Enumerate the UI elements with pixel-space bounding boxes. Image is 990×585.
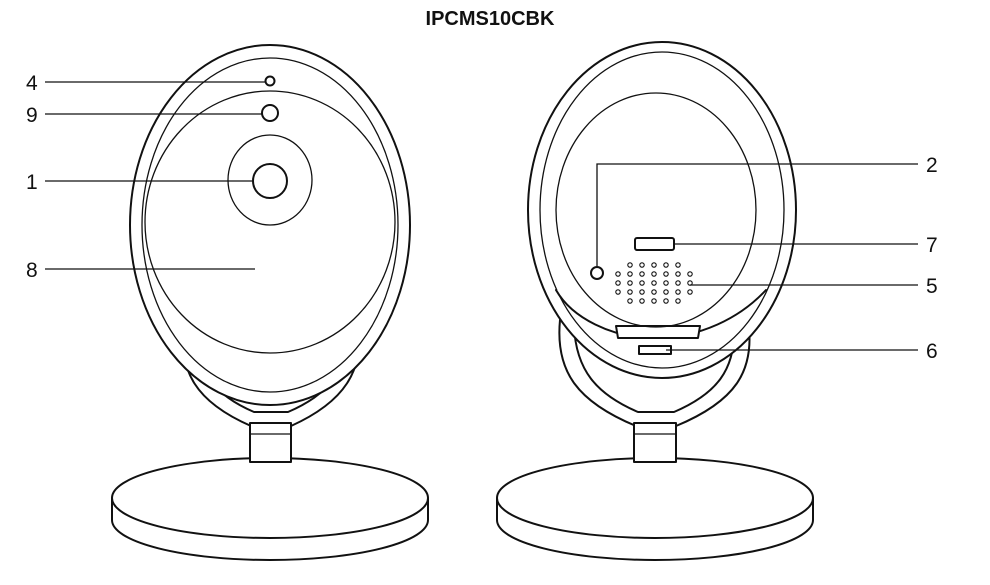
speaker-hole [663,298,669,304]
speaker-hole [675,271,681,277]
callout-4: 4 [26,72,38,95]
speaker-hole [651,280,657,286]
callout-6: 6 [926,340,938,363]
speaker-hole [627,289,633,295]
speaker-hole [675,298,681,304]
speaker-hole [663,280,669,286]
speaker-hole [663,262,669,268]
callout-9: 9 [26,104,38,127]
back-camera: 2 7 5 6 [496,41,938,561]
usb-port [634,237,675,251]
back-stand-hinge [633,422,677,463]
reset-button [590,266,604,280]
speaker-hole [675,262,681,268]
front-stand-hinge [249,422,292,463]
speaker-hole [615,271,621,277]
front-face-plate [144,90,396,354]
speaker-hole [639,280,645,286]
speaker-hole [651,289,657,295]
speaker-hole [639,298,645,304]
speaker-hole [687,289,693,295]
lens-housing [227,134,313,226]
speaker-grille [615,262,693,304]
speaker-hole [651,271,657,277]
speaker-hole [663,271,669,277]
callout-5: 5 [926,275,938,298]
back-panel [555,92,757,328]
speaker-hole [651,262,657,268]
lens [252,163,288,199]
speaker-hole [675,289,681,295]
speaker-hole [675,280,681,286]
callout-2: 2 [926,154,938,177]
back-tab [615,325,701,339]
speaker-hole [627,280,633,286]
speaker-hole [663,289,669,295]
speaker-hole [639,271,645,277]
speaker-hole [639,262,645,268]
speaker-hole [687,271,693,277]
front-base [111,457,429,561]
callout-7: 7 [926,234,938,257]
light-sensor [261,104,279,122]
leader-line-2 [596,163,918,266]
model-title: IPCMS10CBK [425,8,555,30]
callout-1: 1 [26,171,38,194]
speaker-hole [627,262,633,268]
status-led [264,75,276,87]
speaker-hole [615,289,621,295]
speaker-hole [627,271,633,277]
speaker-hole [615,280,621,286]
callout-8: 8 [26,259,38,282]
speaker-hole [639,289,645,295]
front-camera: 4 9 1 8 [26,44,429,561]
speaker-hole [627,298,633,304]
back-base [496,457,814,561]
speaker-hole [651,298,657,304]
